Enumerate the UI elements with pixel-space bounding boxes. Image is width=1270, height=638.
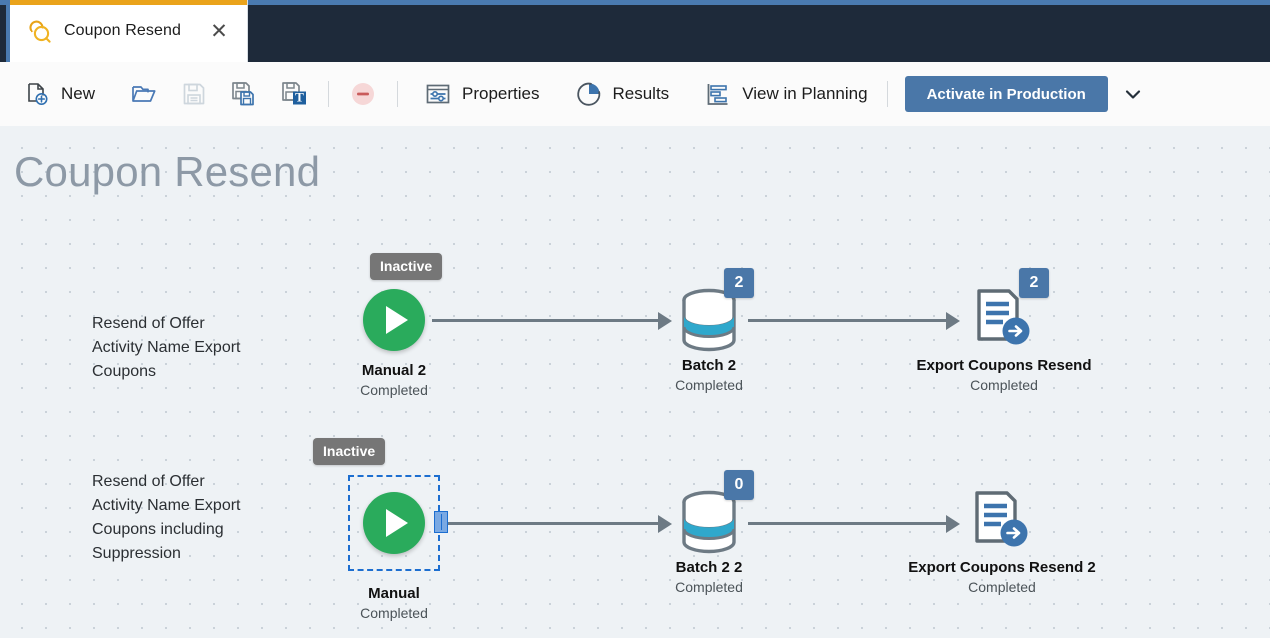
page-title: Coupon Resend: [14, 148, 321, 195]
save-button[interactable]: [169, 72, 219, 116]
node-status: Completed: [968, 579, 1036, 595]
properties-icon: [423, 79, 453, 109]
node-tooltip-inactive-2: Inactive: [313, 438, 386, 465]
toolbar-separator-1: [328, 81, 330, 107]
edge-2-1-arrowhead: [658, 515, 672, 533]
node-count-badge: 0: [724, 470, 754, 500]
edge-2-2: [748, 522, 954, 525]
activate-in-production-button[interactable]: Activate in Production: [904, 76, 1108, 112]
results-button[interactable]: Results: [564, 72, 680, 116]
node-status: Completed: [360, 605, 428, 621]
start-activity-icon: [363, 492, 425, 554]
results-pie-icon: [574, 79, 604, 109]
save-as-template-button[interactable]: T: [269, 72, 319, 116]
node-name: Batch 2 2: [675, 559, 743, 576]
node-name: Export Coupons Resend: [916, 357, 1092, 374]
export-document-icon: [975, 491, 1028, 547]
edge-2-1: [440, 522, 666, 525]
close-icon[interactable]: ✕: [210, 19, 228, 43]
node-status: Completed: [360, 382, 428, 398]
save-as-icon: [229, 79, 259, 109]
view-in-planning-button[interactable]: View in Planning: [693, 72, 877, 116]
database-icon: [682, 490, 736, 554]
coupon-offer-icon: [22, 14, 56, 48]
activate-in-production-label: Activate in Production: [926, 85, 1086, 103]
node-count-badge: 2: [1019, 268, 1049, 298]
open-button[interactable]: [119, 72, 169, 116]
connector-handle[interactable]: [434, 511, 448, 533]
node-name: Export Coupons Resend 2: [908, 559, 1096, 576]
export-document-icon: [977, 289, 1030, 345]
node-batch-2-2[interactable]: 0 Batch 2 2 Completed: [675, 470, 754, 595]
edge-1-1: [432, 319, 666, 322]
toolbar-separator-3: [886, 81, 888, 107]
play-icon: [385, 306, 408, 334]
new-document-icon: [22, 79, 52, 109]
edge-1-2: [748, 319, 954, 322]
selection-outline: [348, 475, 440, 571]
lane-label-2: Resend of Offer Activity Name Export Cou…: [92, 473, 241, 562]
planning-gantt-icon: [703, 79, 733, 109]
title-bar: Coupon Resend ✕: [0, 0, 1270, 62]
edge-1-2-arrowhead: [946, 312, 960, 330]
node-status: Completed: [675, 377, 743, 393]
node-name: Manual: [368, 585, 420, 602]
tab-label: Coupon Resend: [64, 22, 181, 39]
view-in-planning-button-label: View in Planning: [742, 84, 868, 103]
node-name: Batch 2: [681, 357, 737, 374]
workflow-canvas[interactable]: Coupon Resend Resend of Offer Activity N…: [0, 126, 1270, 638]
database-icon: [682, 288, 736, 352]
node-manual[interactable]: Inactive Manual Completed: [313, 438, 448, 621]
save-as-template-icon: T: [279, 79, 309, 109]
chevron-down-icon[interactable]: [1118, 79, 1148, 109]
new-button[interactable]: New: [12, 72, 105, 116]
node-count-badge: 2: [724, 268, 754, 298]
edge-2-2-arrowhead: [946, 515, 960, 533]
document-tab-coupon-resend[interactable]: Coupon Resend ✕: [6, 0, 248, 62]
tab-active-accent: [10, 0, 247, 5]
node-tooltip-inactive-1: Inactive: [370, 253, 443, 280]
toolbar-separator-2: [397, 81, 399, 107]
save-icon: [179, 79, 209, 109]
save-as-button[interactable]: [219, 72, 269, 116]
properties-button-label: Properties: [462, 84, 540, 103]
new-button-label: New: [61, 84, 96, 103]
node-export-coupons-resend-2[interactable]: Export Coupons Resend 2 Completed: [908, 488, 1096, 595]
node-batch-2[interactable]: 2 Batch 2 Completed: [675, 268, 754, 393]
start-activity-icon: [363, 289, 425, 351]
delete-icon: [348, 79, 378, 109]
node-export-coupons-resend[interactable]: 2 Export Coupons Resend Completed: [916, 268, 1092, 393]
delete-button[interactable]: [338, 72, 388, 116]
lane-label-1: Resend of Offer Activity Name Export Cou…: [92, 315, 241, 380]
title-bar-accent-strip: [0, 0, 1270, 5]
svg-text:T: T: [295, 90, 304, 105]
node-name: Manual 2: [361, 362, 427, 379]
properties-button[interactable]: Properties: [413, 72, 549, 116]
open-folder-icon: [129, 79, 159, 109]
toolbar: New: [0, 62, 1270, 127]
node-manual-2[interactable]: Inactive Manual 2 Completed: [360, 253, 443, 398]
results-button-label: Results: [612, 84, 670, 103]
node-status: Completed: [675, 579, 743, 595]
edge-1-1-arrowhead: [658, 312, 672, 330]
node-status: Completed: [970, 377, 1038, 393]
play-icon: [385, 509, 408, 537]
